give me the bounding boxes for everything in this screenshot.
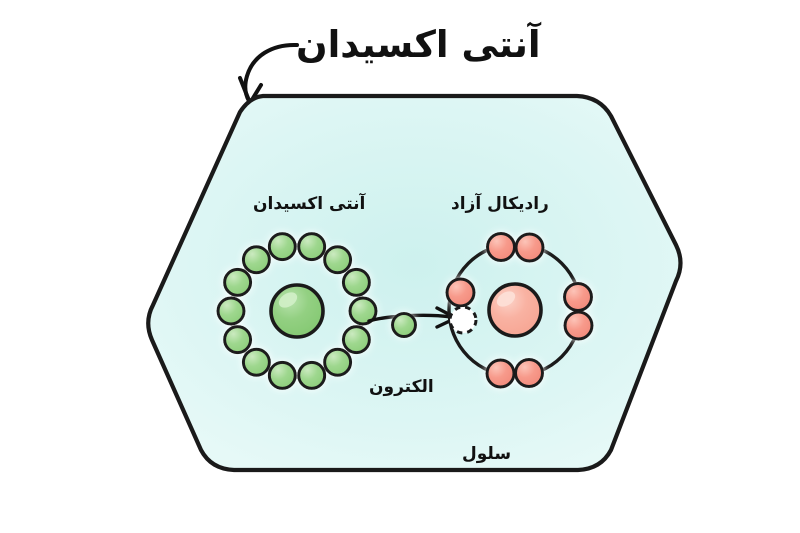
- antioxidant-electron-shell: [216, 232, 378, 390]
- antioxidant-electron: [241, 347, 271, 377]
- antioxidant-electron: [216, 296, 246, 326]
- free-radical-electron: [514, 232, 545, 263]
- antioxidant-label: آنتی اکسیدان: [253, 194, 366, 214]
- antioxidant-electron: [341, 267, 371, 297]
- missing-electron-slot: [448, 305, 478, 335]
- antioxidant-electron: [297, 232, 327, 262]
- electron-label: الکترون: [369, 377, 434, 397]
- free-radical-electron: [486, 232, 516, 262]
- free-radical-nucleus-highlight: [496, 291, 516, 307]
- antioxidant-atom: [216, 232, 378, 390]
- antioxidant-electron: [241, 245, 271, 275]
- free-radical-electron: [485, 358, 516, 389]
- antioxidant-electron: [223, 267, 253, 297]
- transferring-electron: [391, 312, 417, 338]
- free-radical-electron-shell: [445, 232, 594, 389]
- antioxidant-nucleus: [269, 283, 325, 339]
- antioxidant-electron: [297, 360, 327, 390]
- antioxidant-electron: [341, 325, 371, 355]
- page-title: آنتی اکسیدان: [296, 23, 541, 66]
- free-radical-label: رادیکال آزاد: [451, 194, 549, 214]
- antioxidant-electron: [267, 360, 297, 390]
- antioxidant-electron: [223, 325, 253, 355]
- antioxidant-electron: [348, 296, 378, 326]
- free-radical-electron: [563, 282, 593, 312]
- antioxidant-electron: [267, 232, 297, 262]
- free-radical-electron: [514, 358, 544, 388]
- cell-label: سلول: [462, 444, 512, 464]
- free-radical-electron: [563, 310, 594, 341]
- free-radical-nucleus: [487, 282, 543, 338]
- antioxidant-electron: [323, 347, 353, 377]
- antioxidant-nucleus-highlight: [278, 292, 298, 308]
- free-radical-atom: [445, 232, 594, 389]
- free-radical-electron: [445, 277, 476, 308]
- antioxidant-electron: [323, 245, 353, 275]
